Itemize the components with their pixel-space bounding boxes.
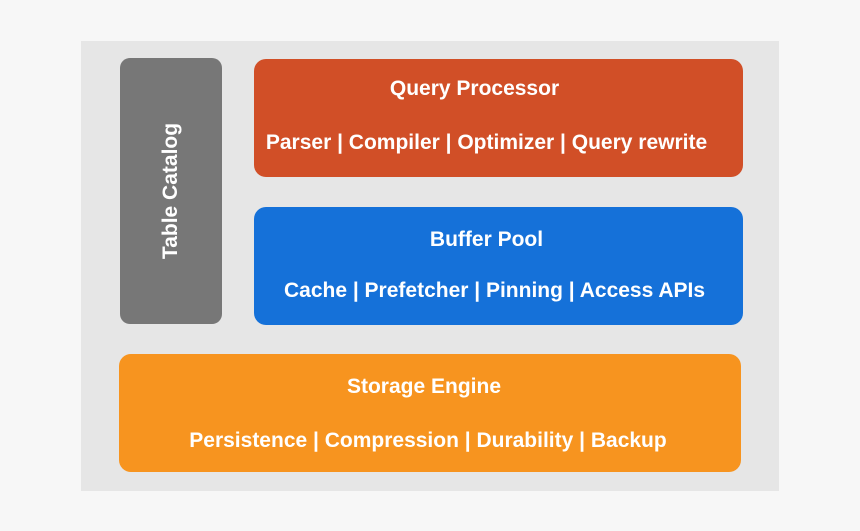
query-processor-items: Parser | Compiler | Optimizer | Query re… xyxy=(265,131,708,154)
storage-engine-title: Storage Engine xyxy=(346,375,502,398)
storage-engine-items: Persistence | Compression | Durability |… xyxy=(189,429,667,452)
table-catalog-label: Table Catalog xyxy=(159,122,182,260)
buffer-pool-block: Buffer Pool Cache | Prefetcher | Pinning… xyxy=(254,207,743,325)
query-processor-title: Query Processor xyxy=(389,77,560,100)
buffer-pool-title: Buffer Pool xyxy=(429,228,544,251)
buffer-pool-items: Cache | Prefetcher | Pinning | Access AP… xyxy=(283,279,706,302)
storage-engine-block: Storage Engine Persistence | Compression… xyxy=(119,354,741,472)
table-catalog-block: Table Catalog xyxy=(120,58,222,324)
query-processor-block: Query Processor Parser | Compiler | Opti… xyxy=(254,59,743,177)
